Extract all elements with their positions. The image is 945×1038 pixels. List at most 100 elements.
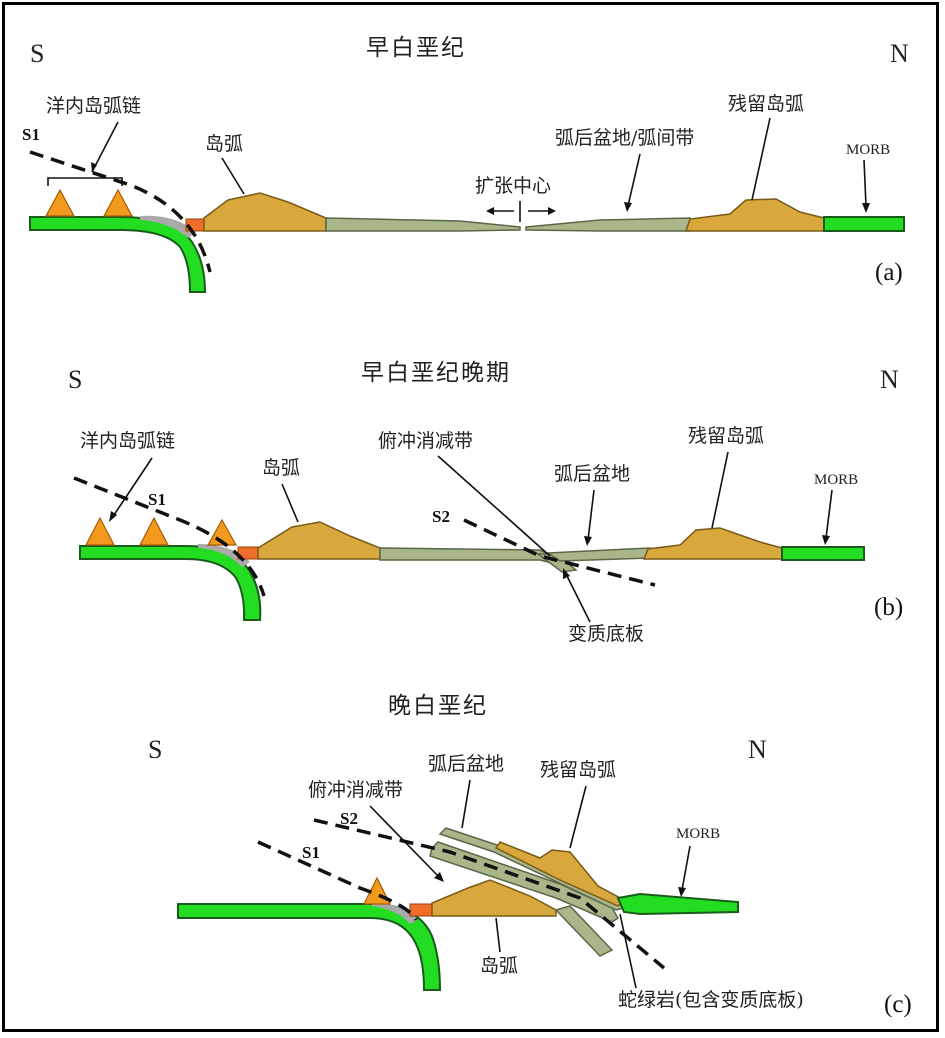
panel-b-backarc-basin [545,547,651,562]
panel-b-melange [198,544,250,567]
panel-a-melange [140,215,196,238]
panel-b-metamorphic-sole-arrow [565,573,591,623]
panel-b-s1-label: S1 [148,490,166,509]
panel-a-remnant-arc [684,198,825,232]
panel-c-metamorphic-sole [554,905,614,957]
panel-a-spreading-arrows [488,201,554,222]
panel-b-island-arc-arrow [281,483,299,523]
panel-c-backarc-arrow [461,779,471,829]
panel-a: S N 早白垩纪 S1 洋内岛弧链 岛弧 扩张中心 弧后盆地/ [22,35,909,293]
panel-c-north-label: N [748,735,767,764]
panel-b-island-arc [257,521,381,560]
panel-c-ophiolite-lower [429,841,620,923]
panel-a-spreading-arrowheads [486,207,556,215]
panel-c-ophiolite-label: 蛇绿岩(包含变质底板) [618,989,804,1011]
panel-c-morb-label: MORB [676,826,720,842]
panel-c-backarc-label: 弧后盆地 [428,753,504,775]
panel-a-island-arc-arrow [221,157,245,195]
panel-c-island-arc-label: 岛弧 [480,955,518,977]
panel-b-backarc-arrow [587,489,595,541]
panel-b-volcano-3 [206,518,238,546]
panel-b-south-label: S [68,365,82,394]
panel-c: S N 晚白垩纪 S1 S2 弧后盆地 残留岛弧 俯冲消减带 MORB [148,693,912,1018]
panel-a-backarc-basin-left [325,217,521,232]
panel-c-s2-fault [313,818,666,970]
panel-a-volcano-2 [102,188,134,217]
panel-a-s1-fault [29,150,212,273]
panel-a-s1-label: S1 [22,125,40,144]
panel-b-title: 早白垩纪晚期 [361,360,511,386]
panel-b-volcano-1 [85,516,115,546]
panel-a-arc-chain-arrowhead [91,162,97,172]
panel-c-island-arc [431,879,557,917]
panel-b-backarc-arrowhead [584,536,592,546]
panel-b-subduction-zone-arrow [437,455,551,557]
panel-b-metamorphic-sole-arrowhead [563,568,570,579]
panel-b-morb-arrowhead [822,535,830,545]
panel-a-arc-chain-bracket [47,177,123,186]
panel-b-remnant-arc-label: 残留岛弧 [688,425,764,447]
panel-b-remnant-arc [642,527,783,560]
panel-b-north-label: N [880,365,899,394]
panel-b-arc-chain-arrowhead [109,511,117,522]
panel-a-north-label: N [890,39,909,68]
panel-b-metamorphic-sole-label: 变质底板 [568,623,644,645]
panel-b-island-arc-label: 岛弧 [262,457,300,479]
panel-c-remnant-arc-arrow [569,785,587,849]
panel-a-backarc-arrowhead [624,202,632,212]
panel-c-s1-label: S1 [302,843,320,862]
panel-c-accretionary-wedge [409,903,433,917]
panel-a-south-label: S [30,39,44,68]
panel-a-remnant-arc-arrow [751,117,771,201]
panel-a-morb-crust [823,216,905,232]
panel-b: S N 早白垩纪晚期 S1 S2 洋内岛弧链 岛弧 俯冲消减带 [68,360,903,645]
panel-b-s2-fault [463,518,656,587]
panel-c-remnant-arc [494,841,626,907]
panel-b-backarc-label: 弧后盆地 [554,463,630,485]
panel-b-morb-label: MORB [814,472,858,488]
panel-c-subduction-zone-label: 俯冲消减带 [308,779,403,801]
panel-a-title: 早白垩纪 [366,35,466,61]
panel-a-volcano-1 [44,188,76,217]
panel-a-spreading-center-label: 扩张中心 [475,175,551,197]
panel-c-title: 晚白垩纪 [388,693,488,719]
panel-a-arc-chain-label: 洋内岛弧链 [46,95,141,117]
panel-a-island-arc-label: 岛弧 [205,133,243,155]
panel-c-label: (c) [884,991,912,1018]
panel-b-remnant-arc-arrow [711,451,729,529]
panel-c-island-arc-arrow [495,917,501,953]
panel-a-remnant-arc-label: 残留岛弧 [728,93,804,115]
panel-b-morb-crust [781,546,865,561]
panel-a-morb-label: MORB [846,142,890,158]
panel-c-s1-fault [257,840,418,921]
panel-c-subduction-zone-arrowhead [434,872,444,882]
panel-c-ophiolite-arrow [619,913,637,989]
panel-a-island-arc [203,192,327,232]
panel-c-remnant-arc-label: 残留岛弧 [540,759,616,781]
panel-c-subduction-zone-arrow [369,805,441,879]
panel-c-melange [372,902,418,924]
panel-b-volcano-2 [139,516,169,546]
panel-c-morb-arrowhead [678,887,686,897]
panel-b-label: (b) [874,594,903,621]
panel-a-morb-arrow [863,159,867,207]
panel-c-s2-label: S2 [340,809,358,828]
panel-a-arc-chain-arrow [91,121,119,173]
panel-a-label: (a) [875,259,903,286]
panel-c-south-label: S [148,735,162,764]
panel-b-arc-chain-arrow [111,457,153,519]
panel-b-arc-chain-label: 洋内岛弧链 [80,430,175,452]
panel-b-morb-arrow [825,489,833,539]
panel-a-backarc-label: 弧后盆地/弧间带 [555,127,694,149]
panel-b-s1-fault [73,476,266,597]
panel-b-forearc-basin [379,547,561,566]
panel-a-backarc-arrow [627,153,641,207]
panel-a-morb-arrowhead [862,203,870,213]
panel-c-morb-crust [616,892,739,916]
panel-b-s2-label: S2 [432,507,450,526]
panel-a-backarc-basin-right [525,217,691,232]
panel-b-subduction-zone-label: 俯冲消减带 [378,430,473,452]
panel-c-morb-arrow [681,845,691,891]
panel-c-subducting-slab [177,903,442,991]
